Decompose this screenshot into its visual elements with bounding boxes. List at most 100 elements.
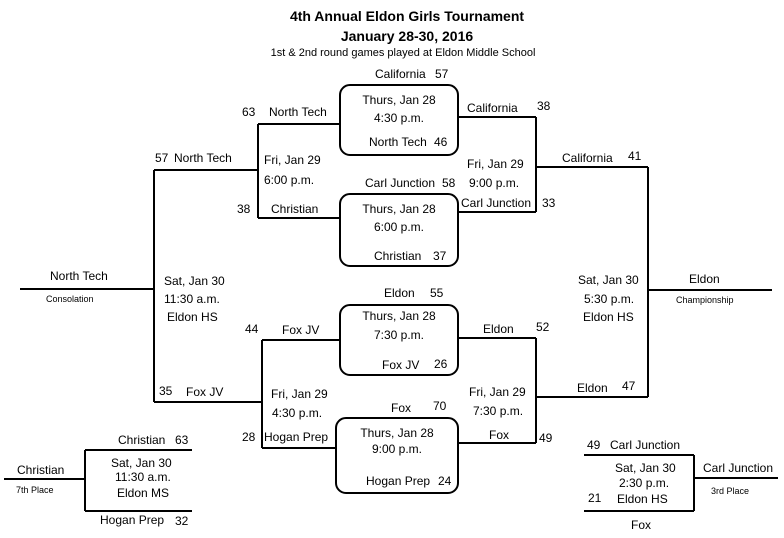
- team-score: 57: [155, 151, 169, 165]
- champion: Eldon: [689, 272, 720, 286]
- team-score: 37: [433, 249, 447, 263]
- game-day: Thurs, Jan 28: [362, 202, 436, 216]
- game-venue: Eldon HS: [167, 310, 218, 324]
- game-day: Fri, Jan 29: [467, 157, 524, 171]
- game-venue: Eldon MS: [117, 486, 169, 500]
- consolation-label: Consolation: [46, 294, 94, 304]
- seventh-place-winner: Christian: [17, 463, 64, 477]
- third-place-winner: Carl Junction: [703, 461, 773, 475]
- game-time: 11:30 a.m.: [115, 470, 171, 484]
- team-name: North Tech: [269, 105, 327, 119]
- team-score: 63: [242, 105, 256, 119]
- team-name: Christian: [271, 202, 318, 216]
- game-time: 9:00 p.m.: [372, 442, 422, 456]
- tournament-note: 1st & 2nd round games played at Eldon Mi…: [271, 47, 536, 59]
- team-score: 57: [435, 67, 449, 81]
- team-name: Fox JV: [382, 358, 419, 372]
- team-score: 38: [537, 99, 551, 113]
- game-day: Fri, Jan 29: [271, 387, 328, 401]
- team-name: North Tech: [369, 135, 427, 149]
- game-venue: Eldon HS: [583, 310, 634, 324]
- team-score: 55: [430, 286, 444, 300]
- team-score: 58: [442, 176, 456, 190]
- team-name: Eldon: [577, 381, 608, 395]
- game-time: 9:00 p.m.: [469, 176, 519, 190]
- game-day: Fri, Jan 29: [469, 385, 526, 399]
- round1-game-4: Fox 70 Thurs, Jan 28 9:00 p.m. Hogan Pre…: [335, 399, 459, 494]
- game-day: Sat, Jan 30: [578, 273, 639, 287]
- game-day: Thurs, Jan 28: [362, 309, 436, 323]
- game-day: Thurs, Jan 28: [360, 426, 434, 440]
- team-name: Fox: [489, 428, 509, 442]
- team-name: Christian: [118, 433, 165, 447]
- game-time: 7:30 p.m.: [374, 328, 424, 342]
- game-day: Thurs, Jan 28: [362, 93, 436, 107]
- team-score: 46: [434, 135, 448, 149]
- bracket-lines: [4, 116, 778, 512]
- game-day: Sat, Jan 30: [615, 461, 676, 475]
- team-score: 63: [175, 433, 189, 447]
- team-name: Eldon: [483, 322, 514, 336]
- team-score: 26: [434, 357, 448, 371]
- team-score: 47: [622, 379, 636, 393]
- game-day: Sat, Jan 30: [164, 274, 225, 288]
- team-name: Fox JV: [282, 323, 319, 337]
- third-place-label: 3rd Place: [711, 486, 749, 496]
- game-time: 4:30 p.m.: [374, 111, 424, 125]
- team-name: Christian: [374, 249, 421, 263]
- round1-game-3: Eldon 55 Thurs, Jan 28 7:30 p.m. Fox JV …: [339, 286, 459, 376]
- team-score: 32: [175, 514, 189, 528]
- team-name: California: [467, 101, 518, 115]
- team-name: Fox: [631, 518, 651, 532]
- team-name: Hogan Prep: [366, 474, 430, 488]
- seventh-place-game: Christian 63 Sat, Jan 30 11:30 a.m. Eldo…: [16, 433, 189, 528]
- team-name: California: [375, 67, 426, 81]
- team-score: 52: [536, 320, 550, 334]
- team-name: Carl Junction: [610, 438, 680, 452]
- third-place-game: 49 Carl Junction Sat, Jan 30 2:30 p.m. E…: [587, 438, 773, 532]
- team-name: Hogan Prep: [100, 513, 164, 527]
- team-score: 70: [433, 399, 447, 413]
- team-score: 41: [628, 149, 642, 163]
- team-score: 38: [237, 202, 251, 216]
- consolation-final: 57 North Tech Sat, Jan 30 11:30 a.m. Eld…: [46, 151, 232, 399]
- round1-game-2: Carl Junction 58 Thurs, Jan 28 6:00 p.m.…: [339, 176, 459, 267]
- team-name: Hogan Prep: [264, 430, 328, 444]
- game-time: 2:30 p.m.: [619, 476, 669, 490]
- team-score: 24: [438, 474, 452, 488]
- team-score: 21: [588, 491, 602, 505]
- semifinal-bottom: Eldon 52 Fri, Jan 29 7:30 p.m. Fox 49: [469, 320, 553, 445]
- game-time: 11:30 a.m.: [164, 292, 220, 306]
- game-time: 7:30 p.m.: [473, 404, 523, 418]
- team-name: Fox: [391, 401, 411, 415]
- game-day: Sat, Jan 30: [111, 456, 172, 470]
- team-name: North Tech: [174, 151, 232, 165]
- team-score: 35: [159, 384, 173, 398]
- team-name: Eldon: [384, 286, 415, 300]
- championship-game: California 41 Sat, Jan 30 5:30 p.m. Eldo…: [562, 149, 734, 395]
- game-day: Fri, Jan 29: [264, 153, 321, 167]
- round1-game-1: California 57 Thurs, Jan 28 4:30 p.m. No…: [339, 67, 459, 156]
- game-time: 4:30 p.m.: [272, 406, 322, 420]
- championship-label: Championship: [676, 295, 734, 305]
- team-score: 44: [245, 322, 259, 336]
- game-time: 6:00 p.m.: [264, 173, 314, 187]
- team-score: 28: [242, 430, 256, 444]
- team-score: 49: [539, 431, 553, 445]
- seventh-place-label: 7th Place: [16, 485, 54, 495]
- team-name: Carl Junction: [461, 196, 531, 210]
- team-name: California: [562, 151, 613, 165]
- game-time: 6:00 p.m.: [374, 220, 424, 234]
- consolation-semi-top: 63 North Tech Fri, Jan 29 6:00 p.m. 38 C…: [237, 105, 327, 216]
- game-time: 5:30 p.m.: [584, 292, 634, 306]
- game-venue: Eldon HS: [617, 492, 668, 506]
- tournament-title: 4th Annual Eldon Girls Tournament: [290, 8, 524, 24]
- team-score: 33: [542, 196, 556, 210]
- semifinal-top: California 38 Fri, Jan 29 9:00 p.m. Carl…: [461, 99, 556, 210]
- consolation-winner: North Tech: [50, 269, 108, 283]
- team-name: Carl Junction: [365, 176, 435, 190]
- tournament-dates: January 28-30, 2016: [341, 28, 474, 44]
- team-score: 49: [587, 438, 601, 452]
- consolation-semi-bottom: 44 Fox JV Fri, Jan 29 4:30 p.m. 28 Hogan…: [242, 322, 328, 444]
